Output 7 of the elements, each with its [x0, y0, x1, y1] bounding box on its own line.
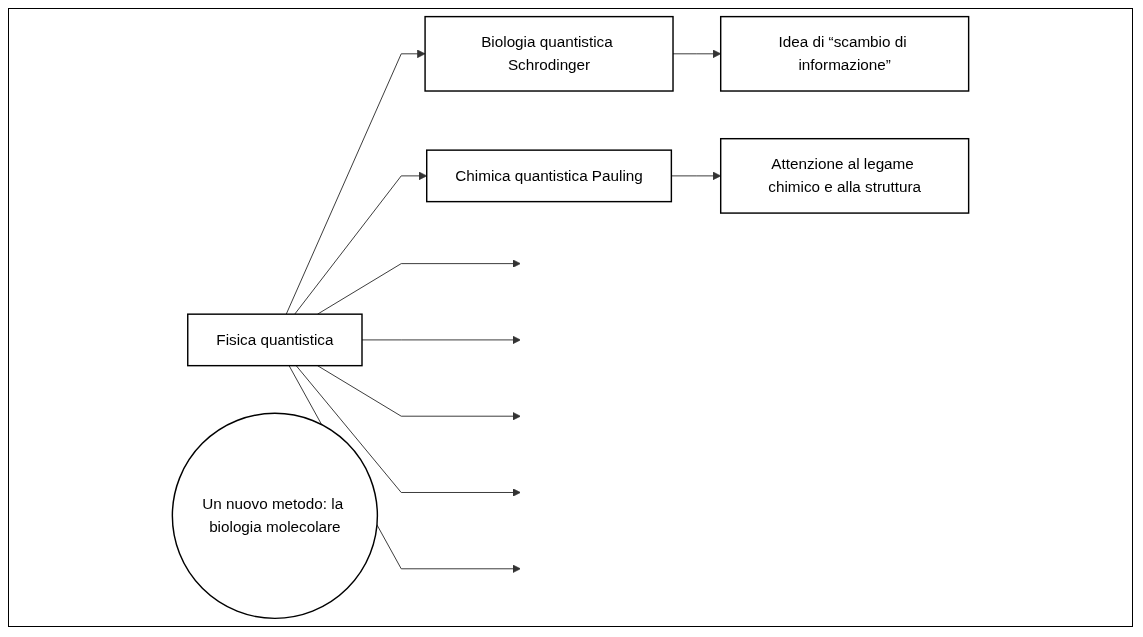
node-box — [424, 15, 674, 92]
node-box — [720, 15, 970, 92]
frame-border: Fisica quantistica Biologia quantistica Schrodinger Idea di “scambio di informazione” Chimica quantistica Pauling Attenzione al legame chimico e alla struttura Un nuovo metodo: la biologia molecolare — [8, 8, 1133, 627]
node-box — [187, 313, 363, 367]
node-box — [720, 137, 970, 214]
node-circle — [171, 412, 379, 620]
node-box — [426, 149, 673, 203]
